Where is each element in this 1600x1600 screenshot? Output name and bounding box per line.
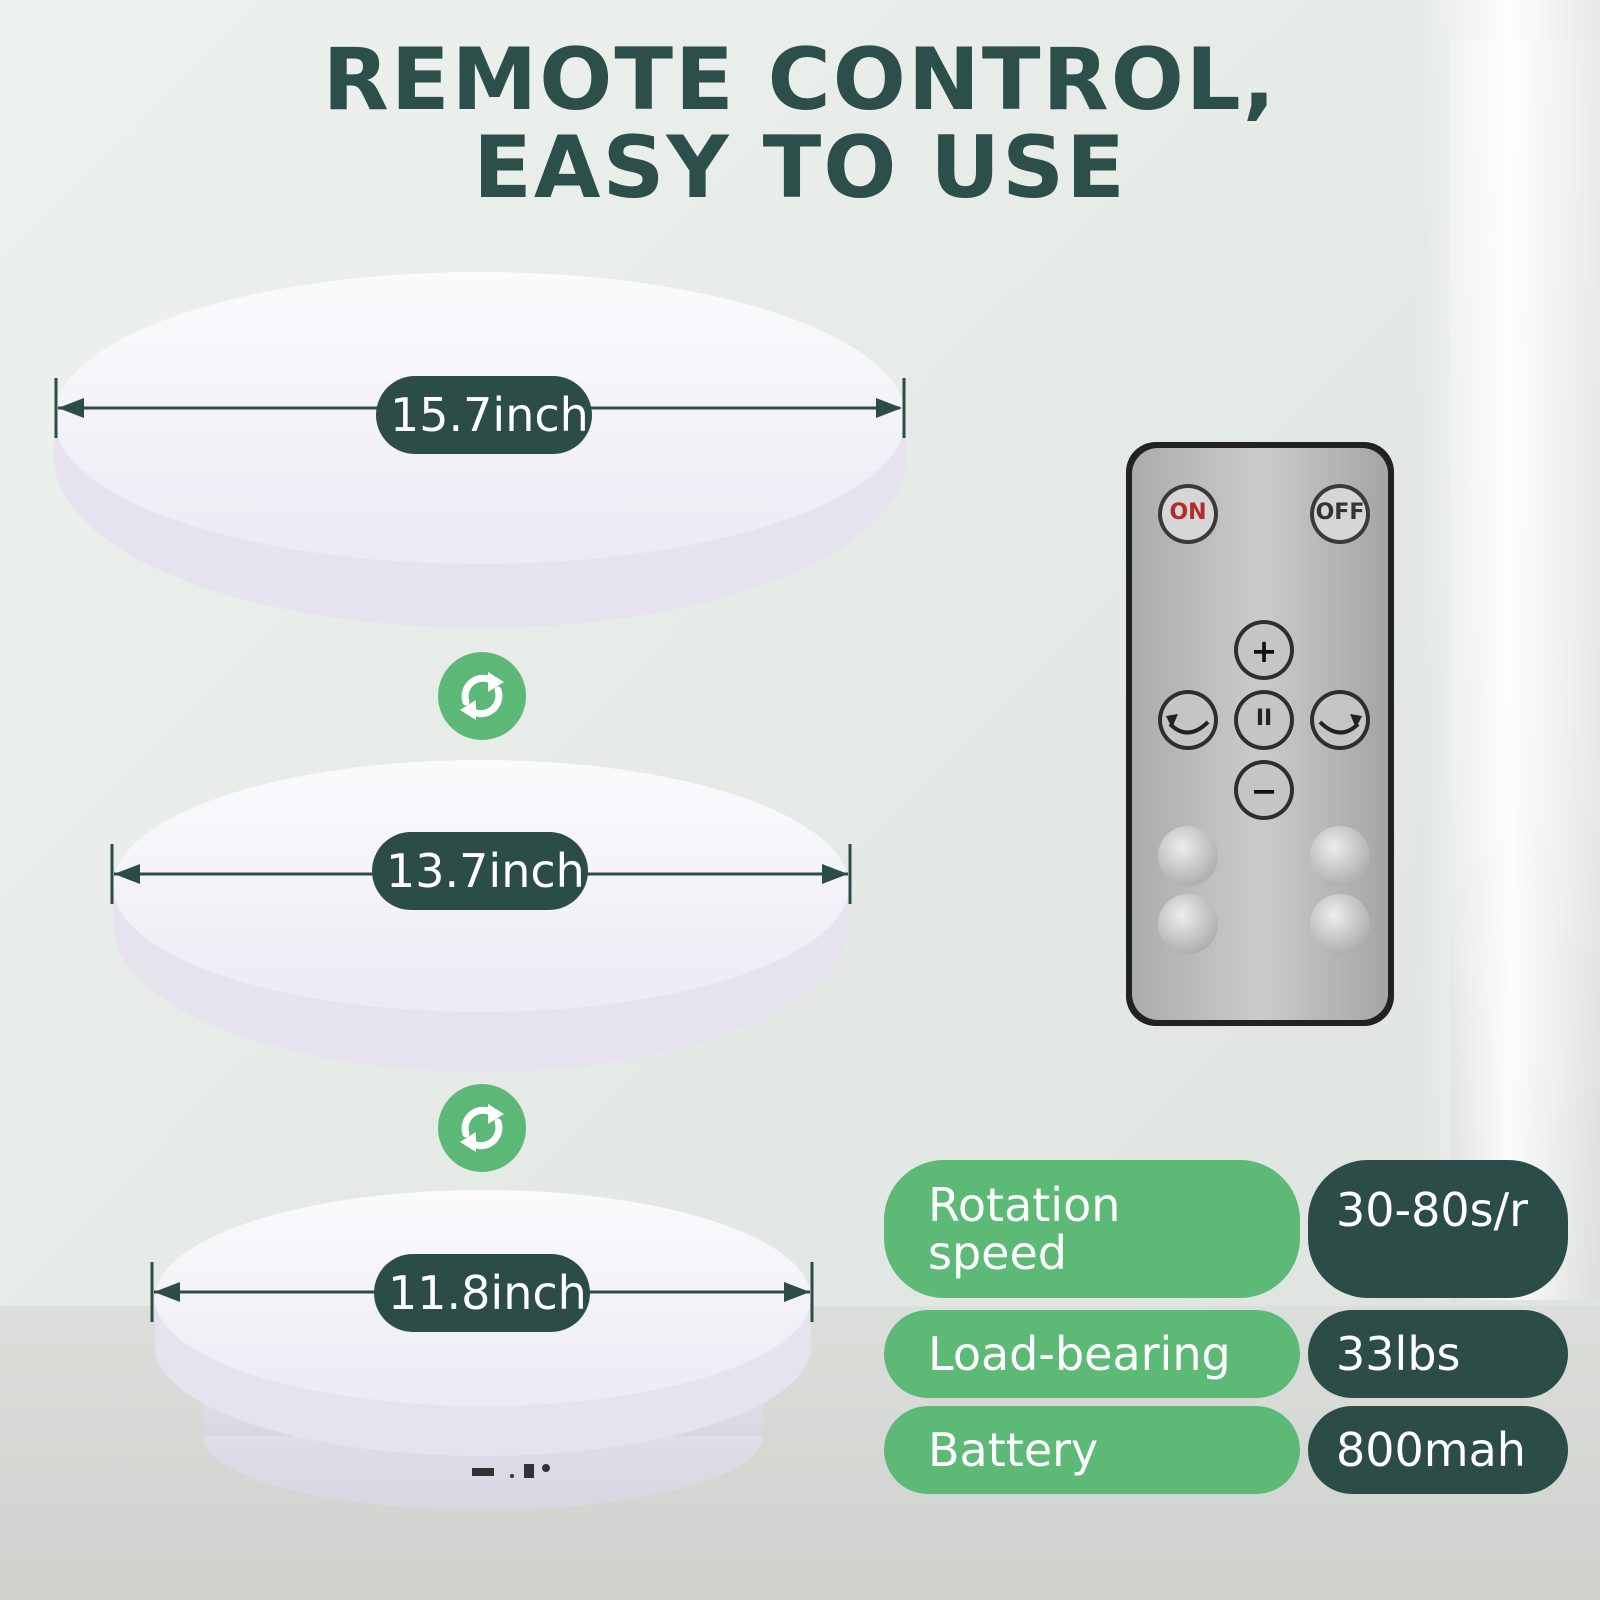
size-label-large: 15.7inch	[376, 376, 592, 454]
headline-line-1: REMOTE CONTROL,	[322, 30, 1278, 130]
headline-line-2: EASY TO USE	[473, 118, 1127, 218]
spec-label-line-2: speed	[928, 1226, 1067, 1280]
spec-value-load-bearing: 33lbs	[1308, 1310, 1568, 1398]
spec-label-load-bearing: Load-bearing	[884, 1310, 1300, 1398]
rotate-arrows-icon	[438, 1084, 526, 1172]
on-button[interactable]: ON	[1169, 500, 1207, 525]
spec-label-text: Load-bearing	[928, 1327, 1231, 1381]
off-button[interactable]: OFF	[1315, 500, 1365, 525]
spec-value-text: 30-80s/r	[1336, 1183, 1529, 1237]
clockwise-arrow-icon[interactable]	[1312, 692, 1368, 748]
speed-down-button[interactable]: −	[1250, 772, 1278, 810]
background-wall-light	[1420, 0, 1600, 1300]
pause-button[interactable]: II	[1255, 706, 1273, 731]
spec-value-text: 33lbs	[1336, 1327, 1461, 1381]
headline: REMOTE CONTROL, EASY TO USE	[0, 36, 1600, 212]
spec-value-text: 800mah	[1336, 1423, 1526, 1477]
speed-up-button[interactable]: +	[1250, 632, 1278, 670]
remote-control: ON OFF + II −	[1124, 440, 1396, 1028]
spec-label-rotation-speed: Rotation speed	[884, 1160, 1300, 1298]
spec-label-text: Battery	[928, 1423, 1099, 1477]
spec-value-battery: 800mah	[1308, 1406, 1568, 1494]
spec-label-line-1: Rotation	[928, 1178, 1121, 1232]
spec-value-rotation-speed: 30-80s/r	[1308, 1160, 1568, 1298]
rotate-arrows-icon	[438, 652, 526, 740]
spec-label-battery: Battery	[884, 1406, 1300, 1494]
size-label-small: 11.8inch	[374, 1254, 590, 1332]
counter-clockwise-arrow-icon[interactable]	[1160, 692, 1216, 748]
turntable-small	[150, 1186, 816, 1516]
turntable-medium	[108, 756, 854, 1076]
size-label-medium: 13.7inch	[372, 832, 588, 910]
